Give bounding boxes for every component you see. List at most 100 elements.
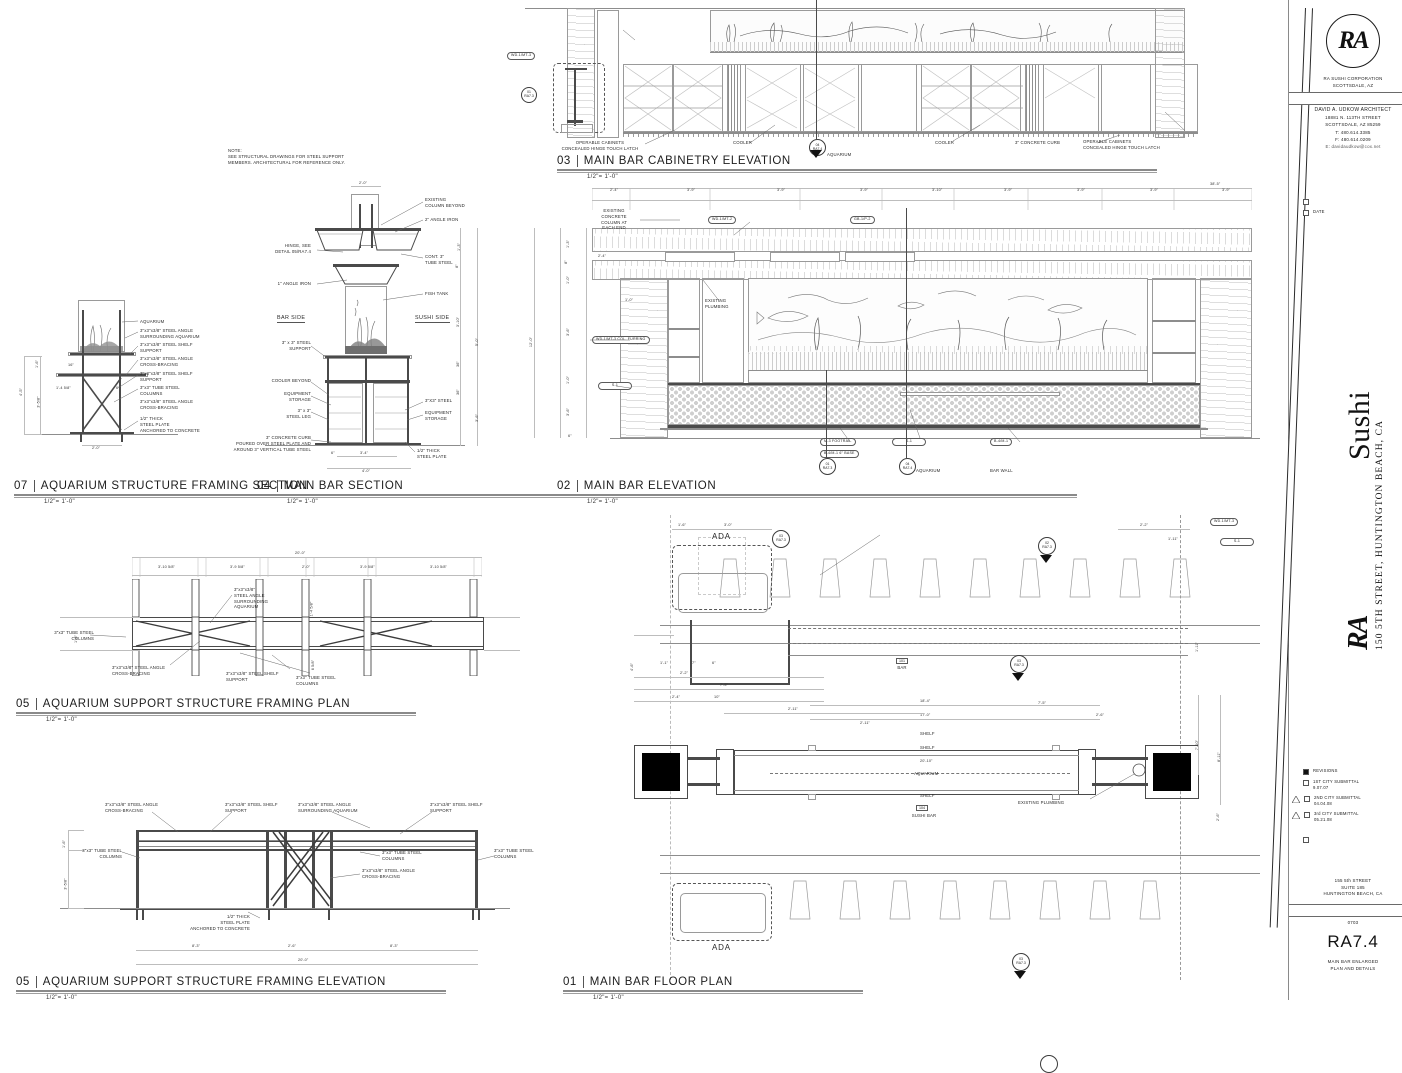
- aquarium-fish-graphic: [756, 290, 1137, 351]
- revision-row-3[interactable]: 3rd CITY SUBMITTAL 05.21.08: [1292, 811, 1402, 823]
- revision-delta-icon-1: [1292, 796, 1300, 804]
- callout-hinge-detail: HINGE, SEE DETAIL 05/RA7.4: [275, 243, 311, 254]
- revisions-label: REVISIONS: [1313, 768, 1338, 773]
- revision-checkbox-4[interactable]: [1303, 836, 1309, 843]
- drawing-name-05-elev: AQUARIUM SUPPORT STRUCTURE FRAMING ELEVA…: [42, 976, 386, 988]
- drawing-number-04: 04: [257, 480, 271, 492]
- dimension-text: 7'-5": [1038, 701, 1047, 705]
- revisions-block: REVISIONS 1ST CITY SUBMITTAL 9.07.07 2ND…: [1292, 768, 1402, 847]
- callout-steel-angle-surrounding-aquarium: 3"x3"x3/8" STEEL ANGLE SURROUNDING AQUAR…: [234, 587, 269, 610]
- callout-existing-plumbing-plan: EXISTING PLUMBING: [1018, 800, 1065, 805]
- dimension-text: 6": [712, 661, 716, 665]
- leader-lines-plan: [819, 534, 1146, 800]
- callout-equipment-storage-right: EQUIPMENT STORAGE: [425, 410, 452, 421]
- callout-3x3-steel: 3"X3" STEEL: [425, 398, 453, 403]
- drawing-number-05-plan: 05: [16, 698, 30, 710]
- drawing-number-01: 01: [563, 976, 577, 988]
- cabinet-door-graphic: [623, 65, 1096, 131]
- drawing-name-04: MAIN BAR SECTION: [283, 480, 404, 492]
- ra-logo-icon: RA: [1326, 14, 1380, 68]
- callout-steel-angle-surrounding: 3"x3"x3/8" STEEL ANGLE SURROUNDING AQUAR…: [140, 328, 200, 339]
- section-marker-01-elev: 01 RA7.3: [819, 458, 836, 475]
- revision-row-2[interactable]: 2ND CITY SUBMITTAL 04.04.08: [1292, 795, 1402, 807]
- drawing-scale-05-elev: 1/2"= 1'-0": [46, 995, 77, 1001]
- dimension-text: 2'-6": [288, 944, 297, 948]
- site-address: 155 5th STREET SUITE 185 HUNTINGTON BEAC…: [1323, 878, 1383, 897]
- callout-steel-plate: 1/2" THICK STEEL PLATE: [417, 448, 447, 459]
- leader-lines-07: [113, 320, 139, 431]
- revision-checkbox-2[interactable]: [1304, 796, 1310, 803]
- callout-fish-tank: FISH TANK: [425, 291, 449, 296]
- dimension-text: 3'-9": [777, 188, 786, 192]
- label-bar-side: BAR SIDE: [277, 315, 306, 324]
- title-block: RA RA SUSHI CORPORATION SCOTTSDALE, AZ D…: [1269, 0, 1402, 1000]
- label-aquarium-plan: AQUARIUM: [914, 771, 939, 776]
- dimension-text: 3'-9": [1222, 188, 1231, 192]
- drawing-05-framing-plan: 20'-0" 3'-10 5/8" 3'-9 5/8" 2'-0" 3'-9 5…: [54, 545, 520, 695]
- revision-row-1[interactable]: 1ST CITY SUBMITTAL 9.07.07: [1303, 779, 1402, 791]
- drawing-04-main-bar-section: 2'-0" 4'-0" 3'-4" 6" 5'-0" 1'-3" 8" 3'-1…: [234, 180, 510, 480]
- callout-shelf-support-top-left: 3"x3"x3/8" STEEL SHELF SUPPORT: [225, 802, 278, 813]
- callout-equipment-storage-left: EQUIPMENT STORAGE: [284, 391, 311, 402]
- callout-2in-angle-iron: 2" ANGLE IRON: [425, 217, 459, 222]
- dimension-text: 3'-9": [1150, 188, 1159, 192]
- callout-tube-steel-columns-right-elev: 3"x3" TUBE STEEL COLUMNS: [494, 848, 534, 859]
- client-name: RA SUSHI CORPORATION SCOTTSDALE, AZ: [1323, 76, 1383, 88]
- date-checkbox[interactable]: [1303, 199, 1309, 205]
- dimension-text: 7'-10": [1195, 739, 1200, 751]
- callout-tube-steel-columns-left: 3"x3" TUBE STEEL COLUMNS: [54, 630, 94, 641]
- architect-email: E: davidaudkow@cox.net: [1325, 144, 1381, 149]
- dimension-ticks: [592, 188, 1252, 210]
- callout-concrete-curb: 3" CONCRETE CURB: [1015, 140, 1060, 145]
- dimension-text: 8'-3": [192, 944, 201, 948]
- material-tag-b4m1-base: B-4/M-1 6" BASE: [820, 450, 859, 458]
- drawing-name-05-plan: AQUARIUM SUPPORT STRUCTURE FRAMING PLAN: [42, 698, 351, 710]
- callout-existing-column-beyond: EXISTING COLUMN BEYOND: [425, 197, 465, 208]
- drawing-03-cabinetry-elevation: WD-1/MT-3 01 RA7.3: [505, 0, 1198, 158]
- dimension-text: 2'-0": [302, 565, 311, 569]
- dimension-text: 3'-9": [1077, 188, 1086, 192]
- label-ada-bottom: ADA: [712, 943, 731, 952]
- callout-tube-steel-columns-mid: 3"x3" TUBE STEEL COLUMNS: [296, 675, 336, 686]
- revision-checkbox-1[interactable]: [1303, 780, 1309, 786]
- material-tag-footrail: M-3 FOOTRAIL: [820, 438, 856, 446]
- dimension-text: 3'-9": [1004, 188, 1013, 192]
- marker-group-02: 02 RA7.3: [1038, 537, 1056, 563]
- date-checkbox-2[interactable]: [1303, 210, 1309, 216]
- material-tag-s1-left: S-1: [598, 382, 632, 390]
- drawing-scale-02: 1/2"= 1'-0": [587, 499, 618, 505]
- drawing-title-04: 04 MAIN BAR SECTION 1/2"= 1'-0": [257, 480, 557, 505]
- dimension-overall: 20'-0": [295, 551, 306, 555]
- revision-checkbox-3[interactable]: [1304, 812, 1310, 819]
- drawing-scale-01: 1/2"= 1'-0": [593, 995, 624, 1001]
- dimension-text: 2'-4": [610, 188, 619, 192]
- cross-bracing-graphic: [82, 377, 122, 431]
- dimension-text: 6": [331, 451, 335, 455]
- bar-seating-bottom-graphic: [789, 880, 1161, 920]
- project-title: Sushi: [1343, 390, 1376, 460]
- general-note: NOTE: SEE STRUCTURAL DRAWINGS FOR STEEL …: [228, 148, 346, 165]
- equipment-shelving-graphic: [329, 396, 407, 430]
- callout-shelf-support-top-right: 3"x3"x3/8" STEEL SHELF SUPPORT: [430, 802, 483, 813]
- drawing-name-01: MAIN BAR FLOOR PLAN: [589, 976, 733, 988]
- revisions-marker: [1303, 769, 1309, 775]
- dimension-text: 2'-4": [672, 695, 681, 699]
- dimension-text: 3'-9": [687, 188, 696, 192]
- dimension-text: 4'-6": [630, 662, 635, 672]
- callout-aquarium: AQUARIUM: [827, 152, 852, 157]
- architect-fax: F: 480.614.0209: [1335, 137, 1371, 142]
- dimension-text: 8'-3": [390, 944, 399, 948]
- drawing-scale-03: 1/2"= 1'-0": [587, 174, 618, 180]
- dimension-overall: 38'-5": [1210, 182, 1221, 186]
- section-marker-04-elev: 04 RA7.4: [899, 458, 916, 475]
- drawing-number-02: 02: [557, 480, 571, 492]
- callout-steel-plate-anchored-elev: 1/2" THICK STEEL PLATE ANCHORED TO CONCR…: [190, 914, 250, 931]
- architect-name: DAVID A. UDKOW ARCHITECT: [1314, 107, 1392, 113]
- detail-marker: 01 RA7.3: [521, 87, 537, 103]
- revision-delta-icon-2: [1292, 812, 1300, 820]
- dimension-text: 2'-6": [1216, 812, 1221, 822]
- drawing-name-03: MAIN BAR CABINETRY ELEVATION: [583, 155, 791, 167]
- drawing-number-03: 03: [557, 155, 571, 167]
- dimension-text: 2'-0": [359, 181, 368, 185]
- drawing-02-main-bar-elevation: 38'-5" 2'-4" 3'-9" 3'-9" 3'-9" 3'-10" 3'…: [520, 180, 1280, 546]
